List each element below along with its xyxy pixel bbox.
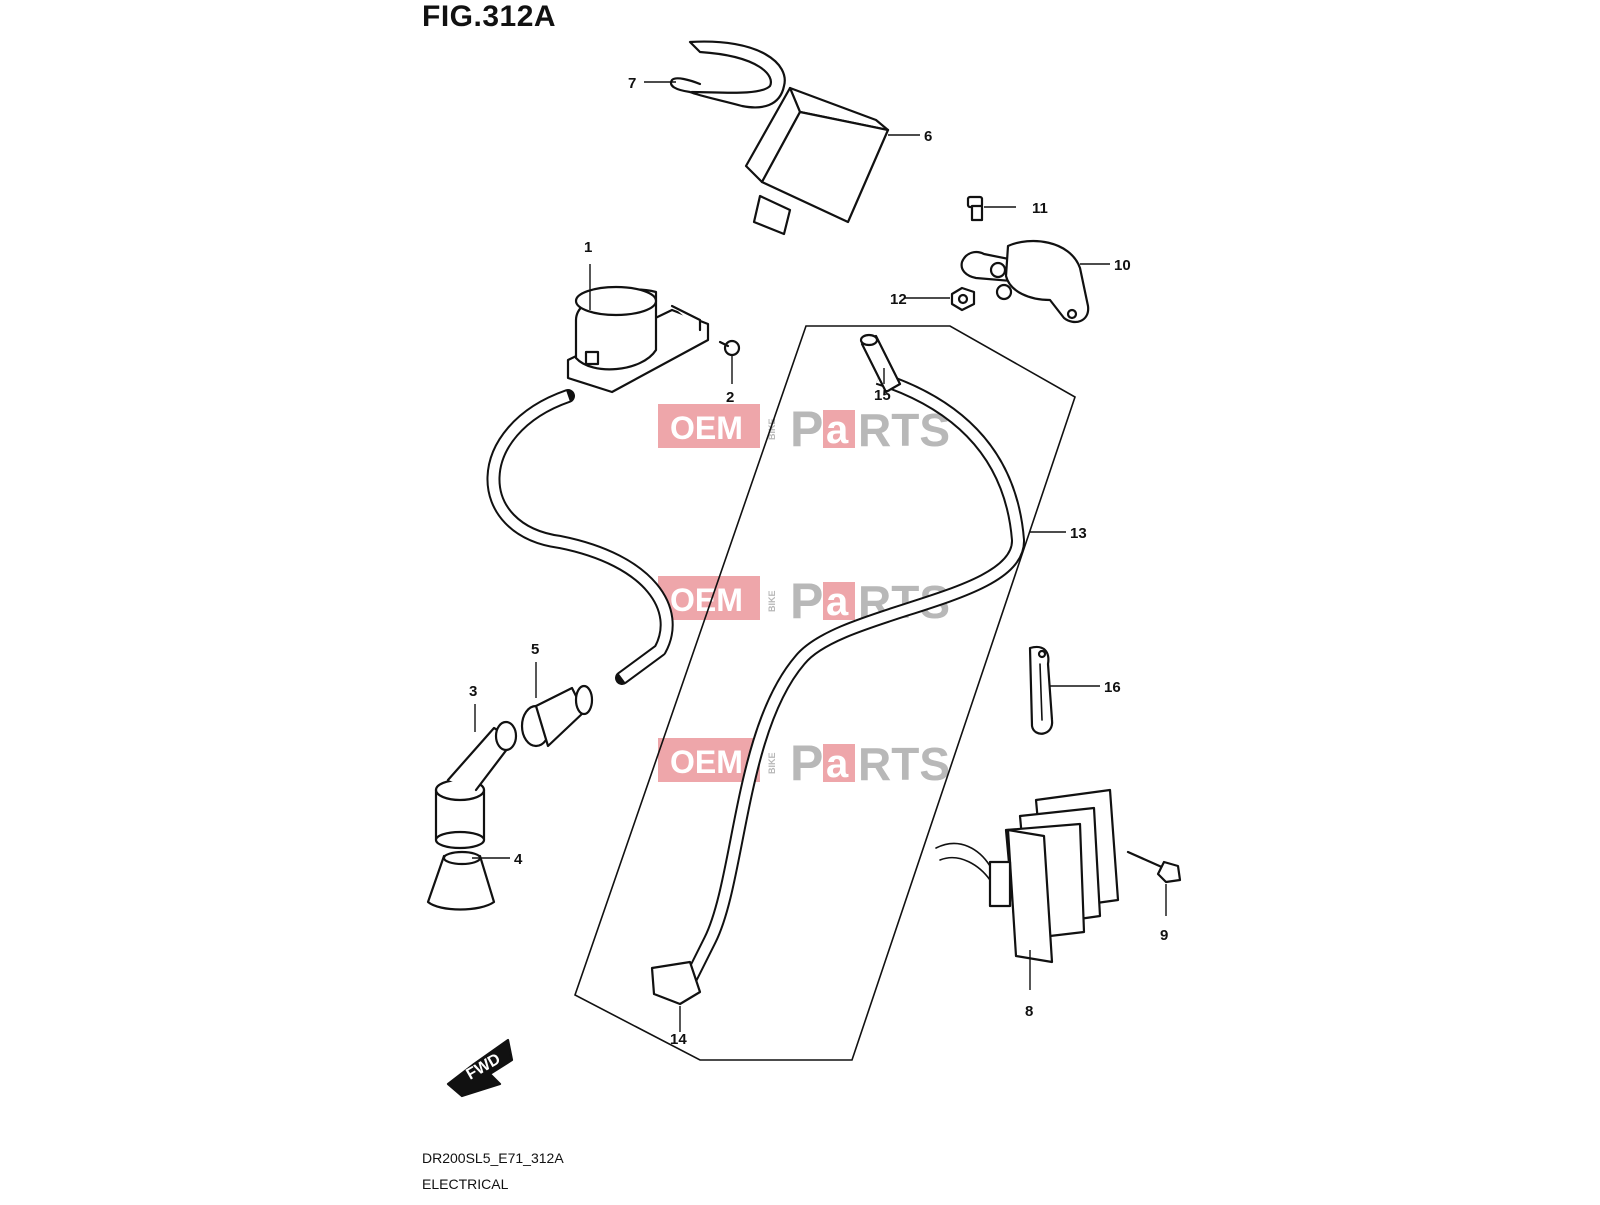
ht-lead-fill — [488, 391, 672, 683]
part-7-band — [669, 40, 786, 109]
callout-13: 13 — [1070, 525, 1087, 542]
watermark-bike-text: BIKE — [767, 418, 777, 440]
part-2-screw — [718, 339, 741, 357]
watermark-bike-text: BIKE — [767, 590, 777, 612]
callout-1: 1 — [584, 239, 592, 256]
part-4-boot — [426, 850, 496, 911]
watermark-oem-text: OEM — [670, 744, 743, 780]
part-15-terminal — [859, 333, 902, 394]
watermark-1: OEM BIKE P a RTS — [658, 401, 950, 457]
watermark-a-text: a — [826, 580, 849, 624]
callout-14: 14 — [670, 1031, 687, 1048]
watermark-bike-text: BIKE — [767, 752, 777, 774]
callout-4: 4 — [514, 851, 523, 868]
fwd-direction-badge: FWD — [446, 1038, 514, 1098]
callout-7: 7 — [628, 75, 636, 92]
callout-6: 6 — [924, 128, 932, 145]
callout-9: 9 — [1160, 927, 1168, 944]
part-12-nut — [950, 286, 976, 312]
harness-group-outline — [574, 325, 1076, 1061]
watermark-rts-text: RTS — [858, 738, 950, 790]
watermark-p-text: P — [790, 401, 823, 457]
callout-3: 3 — [469, 683, 477, 700]
callout-8: 8 — [1025, 1003, 1033, 1020]
watermark-a-text: a — [826, 408, 849, 452]
watermark-a-text: a — [826, 742, 849, 786]
footer-section-name: ELECTRICAL — [422, 1176, 509, 1192]
callout-12: 12 — [890, 291, 907, 308]
part-8-regulator — [935, 788, 1120, 964]
callout-15: 15 — [874, 387, 891, 404]
part-10-starter-relay — [960, 239, 1090, 324]
callout-5: 5 — [531, 641, 539, 658]
watermark-p-text: P — [790, 735, 823, 791]
part-11-bolt — [966, 195, 984, 222]
callout-11: 11 — [1032, 200, 1048, 217]
callout-10: 10 — [1114, 257, 1131, 274]
watermark-rts-text: RTS — [858, 404, 950, 456]
part-6-cdi-unit — [744, 86, 890, 236]
watermark-2: OEM BIKE P a RTS — [658, 573, 950, 629]
footer-model-code: DR200SL5_E71_312A — [422, 1150, 564, 1166]
callout-2: 2 — [726, 389, 734, 406]
part-9-bolt — [1126, 850, 1182, 884]
callout-16: 16 — [1104, 679, 1121, 696]
part-3-plug-cap — [434, 720, 518, 850]
watermark-p-text: P — [790, 573, 823, 629]
watermark-3: OEM BIKE P a RTS — [658, 735, 950, 791]
ht-lead-outline — [486, 389, 674, 685]
part-5-cap — [520, 684, 594, 748]
figure-title: FIG.312A — [422, 0, 557, 33]
watermark-oem-text: OEM — [670, 410, 743, 446]
part-1-ignition-coil — [566, 285, 710, 394]
battery-lead-outline — [683, 371, 1026, 984]
part-16-clamp — [1028, 645, 1054, 735]
part-14-connector — [650, 960, 702, 1006]
battery-lead-fill — [685, 373, 1024, 983]
